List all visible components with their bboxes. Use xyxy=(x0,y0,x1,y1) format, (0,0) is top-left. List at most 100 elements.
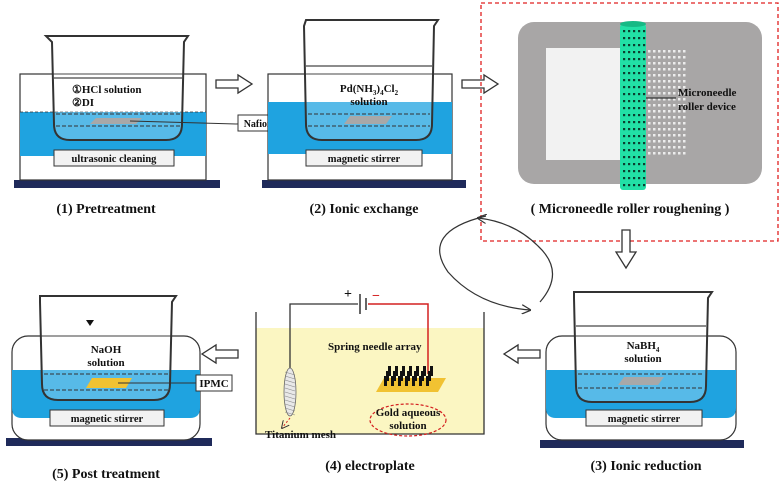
grid-dot xyxy=(648,92,651,95)
roller-needle xyxy=(628,142,631,145)
step-caption: (1) Pretreatment xyxy=(56,202,156,217)
grid-dot xyxy=(658,116,661,119)
roller-needle xyxy=(623,128,626,131)
roller-needle xyxy=(628,163,631,166)
spring-needle xyxy=(407,371,410,381)
spring-needle xyxy=(419,376,422,386)
roller-needle xyxy=(638,142,641,145)
grid-dot xyxy=(653,80,656,83)
roller-needle xyxy=(623,149,626,152)
roller-needle xyxy=(623,114,626,117)
grid-dot xyxy=(648,98,651,101)
mesh-line xyxy=(284,399,296,404)
grid-dot xyxy=(663,80,666,83)
roller-needle xyxy=(643,100,646,103)
grid-dot xyxy=(668,68,671,71)
grid-dot xyxy=(673,140,676,143)
grid-dot xyxy=(673,122,676,125)
plate-label: magnetic stirrer xyxy=(608,414,681,425)
spring-needle xyxy=(412,376,415,386)
grid-dot xyxy=(683,50,686,53)
solution-label-1: ①HCl solution xyxy=(72,84,141,96)
grid-dot xyxy=(668,134,671,137)
grid-dot xyxy=(683,110,686,113)
grid-dot xyxy=(668,56,671,59)
positive-wire xyxy=(289,303,358,384)
nafion-film-sample xyxy=(90,118,142,124)
grid-dot xyxy=(673,104,676,107)
roller-needle xyxy=(633,58,636,61)
roller-needle xyxy=(633,65,636,68)
grid-dot xyxy=(678,56,681,59)
grid-dot xyxy=(653,104,656,107)
grid-dot xyxy=(653,134,656,137)
grid-dot xyxy=(653,110,656,113)
spring-needle xyxy=(400,371,403,381)
roller-needle xyxy=(628,30,631,33)
roller-needle xyxy=(633,149,636,152)
roller-needle xyxy=(643,107,646,110)
grid-dot xyxy=(673,134,676,137)
roller-needle xyxy=(633,163,636,166)
grid-dot xyxy=(668,62,671,65)
microneedle-roller-panel: Microneedle roller device ( Microneedle … xyxy=(480,2,779,242)
gold-solution-label-1: Gold aqueous xyxy=(376,407,441,419)
grid-dot xyxy=(663,122,666,125)
spring-needle xyxy=(398,376,401,386)
grid-dot xyxy=(663,146,666,149)
grid-dot xyxy=(653,146,656,149)
grid-dot xyxy=(663,74,666,77)
roller-needle xyxy=(633,79,636,82)
roller-needle xyxy=(623,37,626,40)
grid-dot xyxy=(653,50,656,53)
grid-dot xyxy=(678,116,681,119)
step-caption: (5) Post treatment xyxy=(52,467,160,482)
grid-dot xyxy=(678,122,681,125)
roller-needle xyxy=(643,51,646,54)
solution-label-2: solution xyxy=(87,357,124,369)
plate-box xyxy=(305,149,423,167)
roller-needle xyxy=(628,170,631,173)
grid-dot xyxy=(648,104,651,107)
roller-needle xyxy=(633,107,636,110)
roller-needle xyxy=(643,58,646,61)
grid-dot xyxy=(648,62,651,65)
grid-dot xyxy=(653,56,656,59)
grid-dot xyxy=(653,116,656,119)
roller-needle xyxy=(643,121,646,124)
grid-dot xyxy=(683,128,686,131)
roller-needle xyxy=(638,65,641,68)
roller-needle xyxy=(623,93,626,96)
nafion-film-sample xyxy=(344,116,392,124)
step-1-pretreatment: ultrasonic cleaning ①HCl solution ②DI (1… xyxy=(14,35,220,217)
plus-sign: + xyxy=(344,287,352,302)
grid-dot xyxy=(678,80,681,83)
grid-dot xyxy=(683,104,686,107)
roller-needle xyxy=(633,72,636,75)
grid-dot xyxy=(658,92,661,95)
step-5-post-treatment: magnetic stirrer NaOH solution IPMC (5) … xyxy=(6,295,233,482)
base-plate xyxy=(14,180,220,188)
roller-needle xyxy=(633,30,636,33)
roller-needle xyxy=(628,114,631,117)
ipmc-label: IPMC xyxy=(199,378,228,390)
roller-needle xyxy=(628,100,631,103)
mesh-line xyxy=(284,391,296,396)
roller-needle xyxy=(643,93,646,96)
grid-dot xyxy=(668,74,671,77)
roller-needle xyxy=(623,121,626,124)
roller-needle xyxy=(638,93,641,96)
grid-dot xyxy=(653,62,656,65)
titanium-label: Titanium mesh xyxy=(265,429,336,441)
roller-needle xyxy=(628,149,631,152)
arrow-down xyxy=(614,229,638,270)
roller-top-cap xyxy=(620,21,646,27)
grid-dot xyxy=(663,62,666,65)
roller-needle xyxy=(623,156,626,159)
grid-dot xyxy=(663,116,666,119)
roller-needle xyxy=(633,114,636,117)
roller-needle xyxy=(633,37,636,40)
grid-dot xyxy=(658,56,661,59)
roller-needle xyxy=(628,128,631,131)
